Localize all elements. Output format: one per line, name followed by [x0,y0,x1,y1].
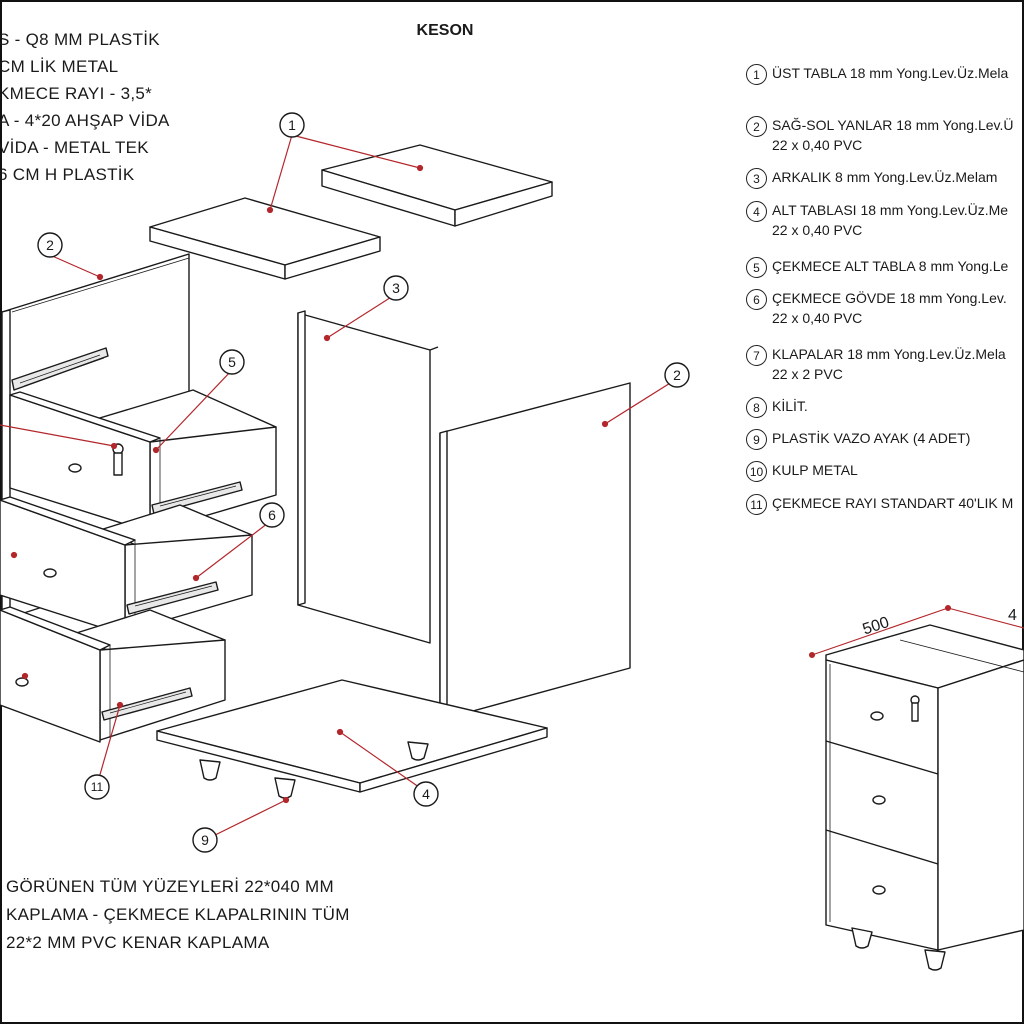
legend-label: ÜST TABLA 18 mm Yong.Lev.Üz.Mela [772,65,1009,81]
legend-item: 8 KİLİT. [746,397,808,418]
drawer-rail-left [11,347,109,391]
legend-label: PLASTİK VAZO AYAK (4 ADET) [772,430,971,446]
dimension-width: 500 [861,614,892,638]
legend-sublabel: 22 x 2 PVC [772,366,843,382]
legend-number: 11 [746,494,767,515]
legend-number: 6 [746,289,767,310]
callout-11: 11 [91,780,104,794]
top-panel-front [149,197,381,280]
back-panel [297,310,439,644]
note-top-line: A - 4*20 AHŞAP VİDA [0,111,170,130]
legend-label: ÇEKMECE RAYI STANDART 40'LIK M [772,495,1014,511]
dimension-depth: 4 [1008,607,1017,624]
callout-leaders [0,134,676,841]
drawer-bottom [0,606,226,743]
dimension-lines [808,604,1024,659]
legend-label: ÇEKMECE ALT TABLA 8 mm Yong.Le [772,258,1009,274]
legend-number: 7 [746,345,767,366]
callout-5: 5 [228,354,236,370]
legend-item: 6 ÇEKMECE GÖVDE 18 mm Yong.Lev. 22 x 0,40… [746,289,1007,328]
legend-label: ÇEKMECE GÖVDE 18 mm Yong.Lev. [772,290,1007,306]
legend-label: KİLİT. [772,398,808,414]
bottom-panel [156,679,548,793]
drawer-handle-icon [15,463,82,687]
legend-label: KULP METAL [772,462,858,478]
legend-label: KLAPALAR 18 mm Yong.Lev.Üz.Mela [772,346,1006,362]
note-top-line: CM LİK METAL [0,57,119,76]
legend-item: 4 ALT TABLASI 18 mm Yong.Lev.Üz.Me 22 x 0… [746,201,1008,240]
legend-sublabel: 22 x 0,40 PVC [772,137,863,153]
note-top-line: KMECE RAYI - 3,5* [0,84,153,103]
callout-2-right: 2 [673,367,681,383]
legend-number: 5 [746,257,767,278]
legend-label: ALT TABLASI 18 mm Yong.Lev.Üz.Me [772,202,1009,218]
legend-item: 10 KULP METAL [746,461,858,482]
callout-markers [37,112,690,853]
note-bottom-line: KAPLAMA - ÇEKMECE KLAPALRININ TÜM [6,905,350,924]
top-panel-rear [321,144,553,227]
legend-number: 4 [746,201,767,222]
legend-item: 11 ÇEKMECE RAYI STANDART 40'LIK M [746,494,1013,515]
callout-6: 6 [268,507,276,523]
legend-item: 5 ÇEKMECE ALT TABLA 8 mm Yong.Le [746,257,1008,278]
note-bottom-line: 22*2 MM PVC KENAR KAPLAMA [6,933,270,952]
legend-number: 10 [746,461,767,482]
note-top-line: S - Q8 MM PLASTİK [0,30,160,49]
legend-item: 7 KLAPALAR 18 mm Yong.Lev.Üz.Mela 22 x 2 … [746,345,1006,384]
legend-number: 8 [746,397,767,418]
legend-item: 1 ÜST TABLA 18 mm Yong.Lev.Üz.Mela [746,64,1008,85]
legend-sublabel: 22 x 0,40 PVC [772,310,863,326]
callout-1: 1 [288,117,296,133]
legend-number: 2 [746,116,767,137]
right-side-panel [439,382,631,721]
callout-9: 9 [201,832,209,848]
callout-4: 4 [422,786,430,802]
legend-number: 1 [746,64,767,85]
legend-sublabel: 22 x 0,40 PVC [772,222,863,238]
callout-3: 3 [392,280,400,296]
note-top-line: 6 CM H PLASTİK [0,165,135,184]
callout-2-left: 2 [46,237,54,253]
legend-number: 3 [746,168,767,189]
note-bottom-line: GÖRÜNEN TÜM YÜZEYLERİ 22*040 MM [6,877,334,896]
plastic-foot [199,741,429,799]
legend-label: ARKALIK 8 mm Yong.Lev.Üz.Melam [772,169,998,185]
legend-item: 3 ARKALIK 8 mm Yong.Lev.Üz.Melam [746,168,997,189]
legend-label: SAĞ-SOL YANLAR 18 mm Yong.Lev.Ü [772,117,1014,133]
drawing-title: KESON [416,22,474,39]
note-top-line: VİDA - METAL TEK [0,138,149,157]
legend-number: 9 [746,429,767,450]
legend-item: 9 PLASTİK VAZO AYAK (4 ADET) [746,429,970,450]
legend-item: 2 SAĞ-SOL YANLAR 18 mm Yong.Lev.Ü 22 x 0,… [746,116,1014,155]
assembled-cabinet [825,624,1024,971]
